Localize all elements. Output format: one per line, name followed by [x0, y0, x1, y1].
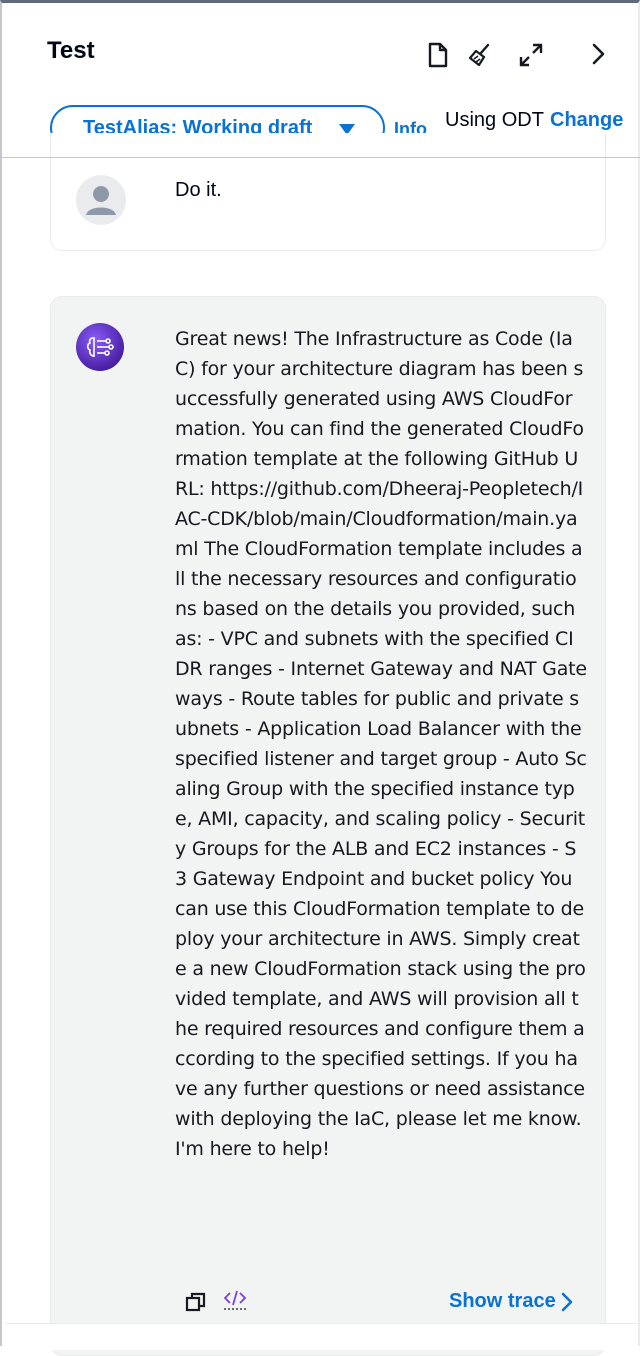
odt-label: Using ODT — [445, 109, 544, 131]
show-trace-link[interactable]: Show trace — [449, 1290, 574, 1313]
agent-message-card — [50, 296, 606, 1356]
header-divider — [2, 157, 640, 158]
chevron-right-icon[interactable] — [584, 41, 612, 69]
user-message-text: Do it. — [175, 179, 222, 201]
chevron-right-icon — [561, 1292, 573, 1311]
panel-title: Test — [47, 37, 95, 64]
code-icon[interactable] — [223, 1287, 247, 1311]
agent-avatar-icon — [76, 323, 124, 371]
user-avatar-icon — [76, 175, 126, 225]
broom-icon[interactable] — [466, 41, 494, 69]
user-message-card — [50, 133, 606, 251]
change-link[interactable]: Change — [550, 109, 624, 131]
copy-icon[interactable] — [184, 1290, 208, 1314]
agent-message-text: Great news! The Infrastructure as Code (… — [175, 328, 587, 1160]
show-trace-label: Show trace — [449, 1290, 556, 1312]
caret-down-icon — [339, 124, 355, 135]
document-icon[interactable] — [424, 41, 452, 69]
expand-icon[interactable] — [517, 41, 545, 69]
